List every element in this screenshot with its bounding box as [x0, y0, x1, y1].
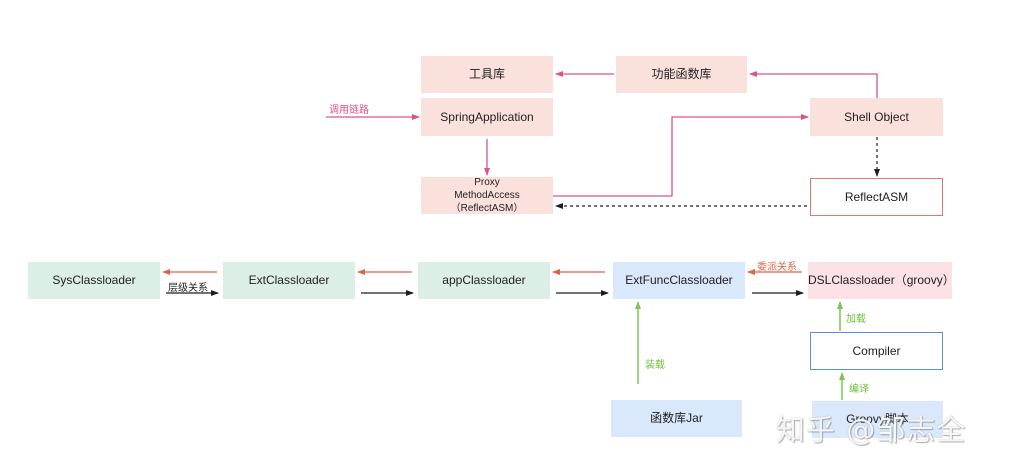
- label-hierarchy: 层级关系: [168, 283, 208, 294]
- node-extfunc-classloader: ExtFuncClassloader: [613, 262, 745, 299]
- node-label: ExtFuncClassloader: [625, 273, 733, 287]
- node-label: ReflectASM: [844, 189, 909, 204]
- node-shell-object: Shell Object: [810, 98, 943, 136]
- node-app-classloader: appClassloader: [418, 262, 550, 299]
- label-compile: 编译: [849, 384, 869, 395]
- node-label: Compiler: [852, 343, 901, 358]
- node-func-lib: 功能函数库: [616, 56, 747, 93]
- label-delegation: 委派关系: [757, 262, 797, 273]
- node-label: SysClassloader: [52, 273, 136, 287]
- node-tool-lib: 工具库: [421, 56, 553, 93]
- arrow-shell-to-funclib: [749, 71, 878, 98]
- node-label: SpringApplication: [440, 109, 534, 124]
- node-label: Groovy脚本: [846, 412, 909, 426]
- node-label: 函数库Jar: [650, 411, 703, 425]
- node-label: appClassloader: [442, 273, 526, 287]
- node-label: Shell Object: [844, 109, 909, 124]
- node-label: 工具库: [468, 67, 505, 81]
- node-func-jar: 函数库Jar: [611, 400, 742, 437]
- node-sys-classloader: SysClassloader: [28, 262, 160, 299]
- node-label-line1: Proxy: [474, 177, 500, 188]
- node-label: DSLClassloader（groovy）: [808, 273, 955, 287]
- node-dsl-classloader: DSLClassloader（groovy）: [808, 262, 955, 299]
- node-spring-application: SpringApplication: [421, 98, 553, 136]
- node-reflect-asm: ReflectASM: [810, 178, 943, 216]
- label-load: 加载: [846, 314, 866, 325]
- node-label: ExtClassloader: [248, 273, 330, 287]
- label-call-chain: 调用链路: [329, 105, 369, 116]
- node-compiler: Compiler: [810, 332, 943, 370]
- watermark: 知乎 @邹志全: [776, 413, 967, 447]
- node-label-line2: MethodAccess（ReflectASM）: [450, 190, 524, 214]
- node-groovy-script: Groovy脚本: [812, 401, 943, 438]
- arrow-proxy-to-shell: [553, 114, 809, 197]
- node-ext-classloader: ExtClassloader: [223, 262, 355, 299]
- node-label: 功能函数库: [651, 67, 712, 81]
- label-load-jar: 装载: [645, 360, 665, 371]
- node-proxy-method-access: Proxy MethodAccess（ReflectASM）: [421, 177, 553, 214]
